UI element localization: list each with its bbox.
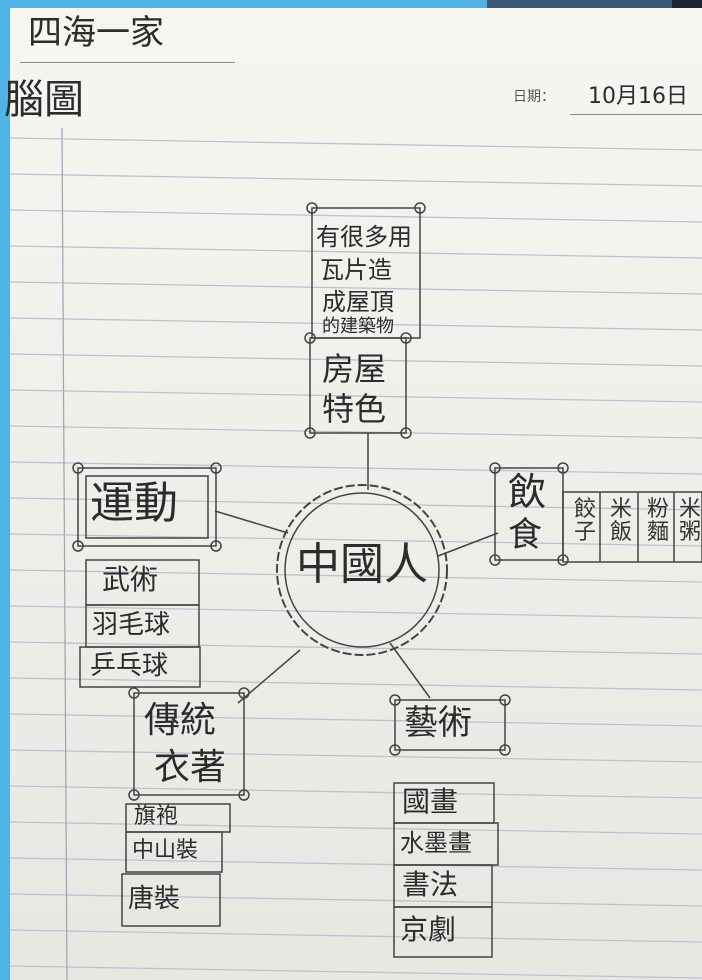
page-title: 四海一家 — [28, 13, 164, 53]
connector-clothing — [237, 649, 301, 704]
clothing-label-line-1: 傳統 — [144, 700, 217, 741]
clothing-box — [133, 692, 245, 796]
ruled-line — [10, 281, 702, 295]
food-item-2: 米 飯 — [607, 498, 635, 544]
sports-item-1: 武術 — [102, 563, 159, 596]
arts-item-3: 書法 — [402, 868, 459, 901]
sports-box — [77, 467, 217, 547]
housing-label-line-1: 房屋 — [322, 350, 387, 388]
ruled-line — [10, 245, 702, 259]
arts-box — [394, 699, 506, 751]
housing-detail-line-1: 有很多用 — [316, 223, 412, 251]
ruled-line — [10, 713, 702, 727]
housing-detail-line-2: 瓦片造 — [320, 256, 392, 284]
ruled-line — [10, 533, 702, 547]
food-item-4: 米 粥 — [678, 498, 702, 544]
connector-sports — [214, 510, 289, 534]
ruled-line — [10, 497, 702, 511]
connector-food — [437, 532, 499, 557]
clothing-item-box-3 — [121, 873, 221, 927]
clothing-item-3: 唐裝 — [128, 884, 181, 914]
mindmap-drawing — [72, 202, 702, 958]
clothing-item-1: 旗袍 — [134, 804, 179, 829]
sports-item-box-3 — [79, 646, 201, 688]
food-item-2-bottom: 飯 — [609, 520, 632, 546]
food-items-box — [562, 491, 702, 563]
clothing-label-line-2: 衣著 — [154, 747, 227, 788]
arts-item-box-4 — [393, 906, 493, 958]
ruled-line — [10, 353, 702, 367]
ruled-line — [10, 425, 702, 439]
food-item-3-top: 粉 — [646, 497, 669, 522]
ruled-line — [10, 209, 702, 223]
arts-item-2: 水墨畫 — [400, 829, 472, 857]
food-item-1-bottom: 子 — [573, 520, 596, 546]
ruled-line — [10, 461, 702, 475]
sports-label: 運動 — [90, 478, 178, 529]
housing-detail-box — [311, 207, 421, 339]
notebook-page: 四海一家 腦圖 日期： 10月16日 — [4, 8, 702, 980]
ruled-line — [10, 893, 702, 907]
date-label: 日期： — [513, 89, 555, 105]
food-label-line-1: 飲 — [508, 470, 547, 514]
connector-arts — [389, 642, 431, 699]
clothing-item-box-2 — [125, 831, 223, 873]
center-circle — [284, 492, 440, 648]
ruled-line — [10, 749, 702, 763]
ruled-line — [10, 389, 702, 403]
arts-label: 藝術 — [404, 703, 472, 743]
food-item-2-top: 米 — [609, 497, 632, 522]
food-item-3-bottom: 麵 — [646, 520, 669, 546]
center-scallop — [276, 484, 448, 656]
title-underline — [20, 62, 235, 63]
ruled-line — [10, 929, 702, 943]
ruled-line — [10, 137, 702, 151]
clothing-item-2: 中山裝 — [132, 838, 199, 863]
housing-detail-line-4: 的建築物 — [322, 316, 394, 337]
food-label-line-2: 食 — [508, 515, 542, 555]
sports-item-2: 羽毛球 — [92, 610, 171, 640]
arts-item-4: 京劇 — [400, 913, 457, 946]
food-item-4-top: 米 — [678, 497, 701, 522]
food-item-3: 粉 麵 — [644, 498, 672, 544]
date-underline — [570, 114, 702, 115]
ruled-line — [10, 965, 702, 979]
ruled-line — [10, 317, 702, 331]
ruled-line — [10, 173, 702, 187]
ruled-line — [10, 605, 702, 619]
housing-label-line-2: 特色 — [322, 390, 387, 428]
ruled-line — [10, 641, 702, 655]
page-subtitle: 腦圖 — [4, 77, 84, 123]
ruled-line — [10, 677, 702, 691]
food-item-4-bottom: 粥 — [678, 520, 701, 546]
page-lines — [10, 127, 702, 980]
housing-detail-line-3: 成屋頂 — [322, 288, 394, 316]
date-value: 10月16日 — [588, 84, 688, 109]
margin-line — [61, 127, 68, 980]
arts-item-1: 國畫 — [402, 785, 459, 818]
food-item-1-top: 餃 — [573, 497, 596, 522]
sports-item-3: 乒乓球 — [90, 651, 169, 681]
ruled-line — [10, 569, 702, 583]
mindmap-center: 中國人 — [296, 539, 428, 590]
food-item-1: 餃 子 — [572, 498, 598, 544]
ruled-line — [10, 785, 702, 799]
